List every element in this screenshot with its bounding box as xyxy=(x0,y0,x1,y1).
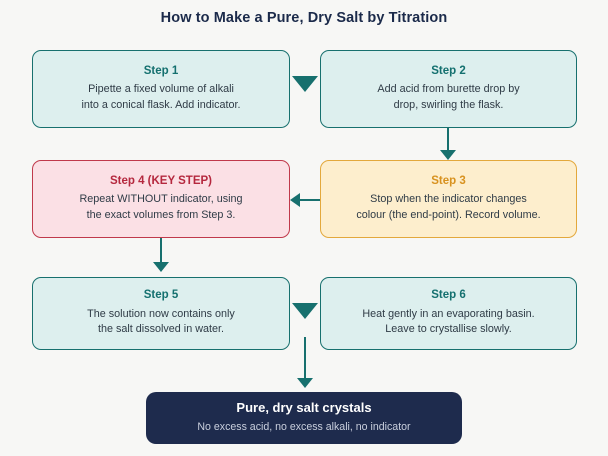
connector-arrow-step2-step3-icon xyxy=(440,150,456,160)
node-step-6-heading: Step 6 xyxy=(431,289,466,302)
connector-line-step4-step5 xyxy=(160,238,162,264)
node-step-2-line-1: Add acid from burette drop by xyxy=(377,83,520,96)
node-step-1-heading: Step 1 xyxy=(143,64,179,77)
node-step-2-line-2: drop, swirling the flask. xyxy=(393,98,504,111)
node-step-3-heading: Step 3 xyxy=(431,174,466,187)
node-step-1-line-2: into a conical flask. Add indicator. xyxy=(81,98,241,111)
node-step-5-body: The solution now contains only the salt … xyxy=(87,307,235,338)
node-step-4-body: Repeat WITHOUT indicator, using the exac… xyxy=(79,192,242,223)
node-final-line-1: No excess acid, no excess alkali, no ind… xyxy=(197,420,411,433)
connector-line-step6-final xyxy=(304,337,306,379)
node-step-4: Step 4 (KEY STEP) Repeat WITHOUT indicat… xyxy=(32,160,290,238)
node-step-3: Step 3 Stop when the indicator changes c… xyxy=(320,160,577,238)
node-step-4-heading: Step 4 (KEY STEP) xyxy=(109,174,213,187)
node-step-6: Step 6 Heat gently in an evaporating bas… xyxy=(320,277,577,350)
node-step-1-body: Pipette a fixed volume of alkali into a … xyxy=(81,82,240,113)
node-step-3-line-1: Stop when the indicator changes xyxy=(370,193,527,206)
node-final-body: No excess acid, no excess alkali, no ind… xyxy=(197,420,410,435)
connector-line-step2-step3 xyxy=(447,128,449,152)
connector-triangle-step1-step2-icon xyxy=(292,76,318,92)
node-step-5-line-2: the salt dissolved in water. xyxy=(97,323,225,336)
node-step-6-line-1: Heat gently in an evaporating basin. xyxy=(362,307,535,320)
node-step-5-line-1: The solution now contains only xyxy=(87,307,235,320)
connector-arrow-step4-step5-icon xyxy=(153,262,169,272)
node-step-4-line-2: the exact volumes from Step 3. xyxy=(86,208,236,221)
connector-line-step3-step4 xyxy=(300,199,322,201)
node-step-5-heading: Step 5 xyxy=(143,289,179,302)
connector-arrow-step3-step4-icon xyxy=(290,193,300,207)
connector-triangle-step5-step6-icon xyxy=(292,303,318,319)
node-step-6-line-2: Leave to crystallise slowly. xyxy=(385,323,512,336)
node-step-5: Step 5 The solution now contains only th… xyxy=(32,277,290,350)
node-step-1-line-1: Pipette a fixed volume of alkali xyxy=(88,83,234,96)
node-step-2-body: Add acid from burette drop by drop, swir… xyxy=(377,82,519,113)
node-step-6-body: Heat gently in an evaporating basin. Lea… xyxy=(362,307,534,338)
connector-arrow-final-icon xyxy=(297,378,313,388)
node-step-1: Step 1 Pipette a fixed volume of alkali … xyxy=(32,50,290,128)
node-step-2-heading: Step 2 xyxy=(431,64,466,77)
node-step-3-line-2: colour (the end-point). Record volume. xyxy=(356,208,541,221)
node-final-result: Pure, dry salt crystals No excess acid, … xyxy=(146,392,462,444)
page-title: How to Make a Pure, Dry Salt by Titratio… xyxy=(160,10,448,26)
node-step-3-body: Stop when the indicator changes colour (… xyxy=(356,192,540,223)
node-step-4-line-1: Repeat WITHOUT indicator, using xyxy=(79,193,243,206)
node-step-2: Step 2 Add acid from burette drop by dro… xyxy=(320,50,577,128)
node-final-heading: Pure, dry salt crystals xyxy=(236,400,372,416)
